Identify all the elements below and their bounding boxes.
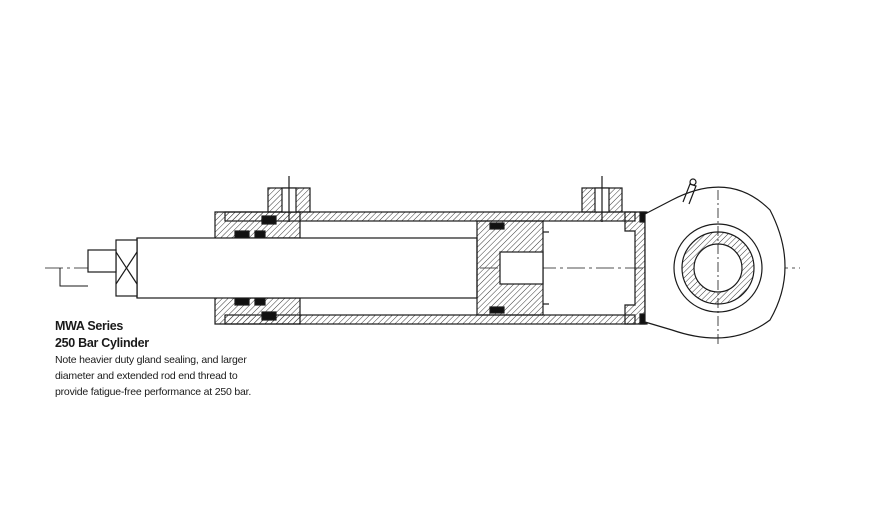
grease-nipple [682,178,697,205]
note-line: provide fatigue-free performance at 250 … [55,386,252,398]
cap-end-port [581,176,623,222]
note-line: diameter and extended rod end thread to [55,370,238,382]
rod-eye [644,186,786,345]
rod-end-port [267,176,311,222]
note-line: Note heavier duty gland sealing, and lar… [55,354,247,366]
piston-rod [136,237,478,299]
description-note: Note heavier duty gland sealing, and lar… [55,352,315,400]
rod-end-thread [59,239,138,297]
caption-block: MWA Series 250 Bar Cylinder Note heavier… [55,318,315,400]
series-title: MWA Series [55,319,124,333]
cylinder-subtitle: 250 Bar Cylinder [55,336,149,350]
piston [476,220,549,316]
